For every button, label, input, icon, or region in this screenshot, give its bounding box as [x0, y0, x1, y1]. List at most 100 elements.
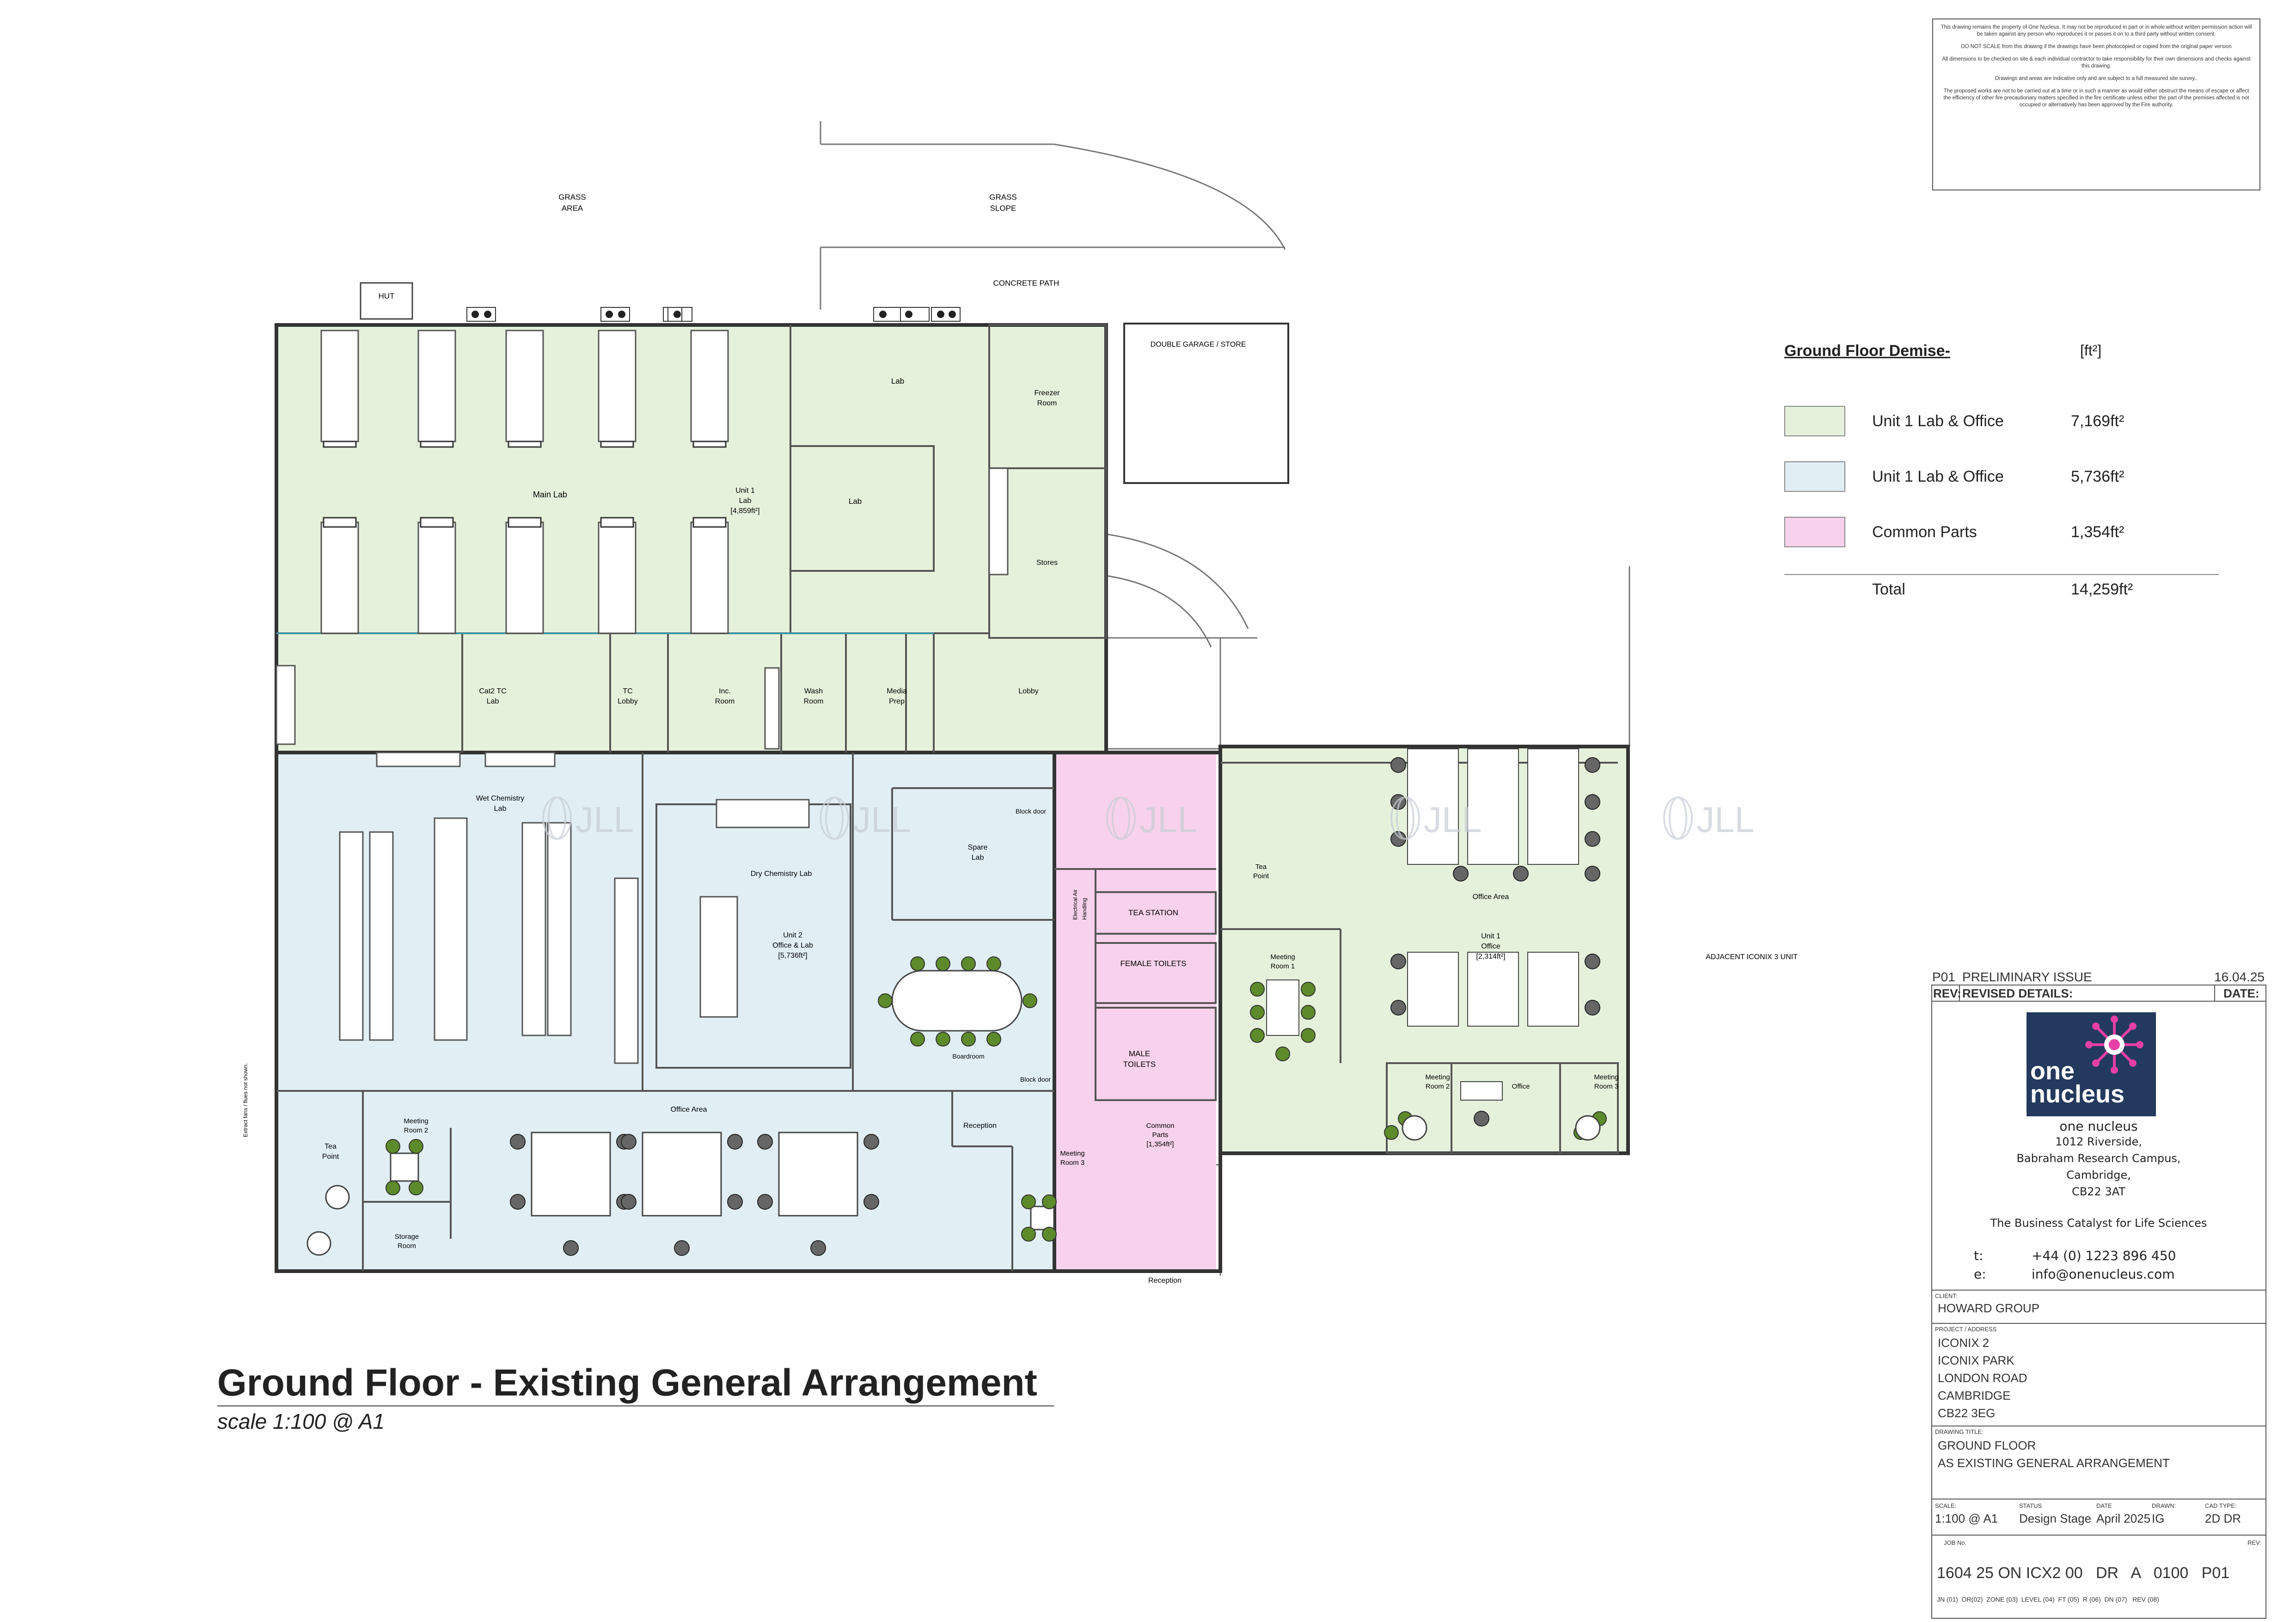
room-label-cat2: Lab — [487, 698, 499, 705]
title-block-divider — [1931, 1535, 2266, 1536]
legend-area: 1,354ft² — [2071, 523, 2125, 541]
drawing-title-line: GROUND FLOOR — [1938, 1438, 2036, 1452]
room-label-unit1-lab-area: [4,859ft²] — [730, 507, 759, 515]
room-label-office-area: Office Area — [1473, 893, 1509, 901]
job-label: JOB No. — [1944, 1539, 1967, 1546]
room-label-boardroom: Boardroom — [952, 1053, 984, 1060]
project-line: ICONIX PARK — [1938, 1353, 2014, 1367]
legend-label: Unit 1 Lab & Office — [1872, 412, 2004, 430]
legend-label: Common Parts — [1872, 523, 1977, 541]
room-label-freezer: Freezer — [1034, 389, 1060, 397]
grass-slope-label: GRASS — [989, 193, 1017, 202]
room-label-media-prep: Prep — [889, 698, 905, 705]
email-label: e: — [1974, 1267, 1986, 1282]
project-line: CB22 3EG — [1938, 1406, 1996, 1420]
room-label-tea-point: Point — [322, 1153, 339, 1161]
office-desks-unit1 — [1266, 748, 1579, 1101]
watermark — [542, 796, 1693, 840]
lab-benches — [276, 330, 1009, 750]
room-label-meeting-2: Room 2 — [404, 1126, 429, 1134]
adjacent-unit-label: ADJACENT ICONIX 3 UNIT — [1706, 953, 1798, 961]
legend-area: 7,169ft² — [2071, 412, 2125, 430]
room-label-reception: Reception — [963, 1122, 997, 1130]
title-block-divider — [1931, 1290, 2266, 1291]
status-label: STATUS — [2019, 1502, 2042, 1509]
block-door-label: Block door — [1016, 808, 1046, 815]
project-line: LONDON ROAD — [1938, 1371, 2027, 1385]
legend-swatch-unit2 — [1784, 461, 1845, 492]
room-label-meeting-3: Meeting — [1060, 1150, 1084, 1157]
job-number: 1604 25 ON ICX2 00 DR A 0100 P01 — [1937, 1564, 2230, 1582]
disclaimer-box: This drawing remains the property of One… — [1932, 18, 2260, 190]
room-label-storage: Room — [398, 1242, 416, 1250]
room-label-wash: Wash — [804, 687, 823, 695]
drawn-value: IG — [2152, 1512, 2165, 1525]
project-line: CAMBRIDGE — [1938, 1389, 2011, 1402]
legend-area: 5,736ft² — [2071, 468, 2125, 485]
title-block-divider — [1931, 1001, 2266, 1002]
room-label-main-lab: Main Lab — [533, 490, 567, 499]
project-line: ICONIX 2 — [1938, 1336, 1990, 1350]
room-label-cat2: Cat2 TC — [479, 687, 506, 695]
scale-value: 1:100 @ A1 — [1935, 1512, 1998, 1525]
company-tagline: The Business Catalyst for Life Sciences — [1990, 1217, 2207, 1230]
common-parts-label: Common — [1146, 1122, 1175, 1130]
rev-header: REV: — [1933, 986, 1961, 1000]
company-address: Cambridge, — [2066, 1169, 2131, 1181]
grass-area-label: AREA — [562, 204, 583, 213]
hut — [360, 282, 413, 320]
tea-table — [306, 1231, 331, 1256]
zone-common-parts — [1054, 753, 1216, 1271]
disclaimer-text: The proposed works are not to be carried… — [1943, 88, 2249, 108]
rev-description: PRELIMINARY ISSUE — [1962, 970, 2092, 984]
room-label-wet-chem: Wet Chemistry — [476, 795, 525, 802]
logo-text: nucleus — [2030, 1080, 2125, 1108]
boardroom-table — [891, 970, 1022, 1032]
status-value: Design Stage — [2019, 1512, 2092, 1525]
company-name: one nucleus — [2059, 1119, 2138, 1134]
common-parts-label: Parts — [1152, 1131, 1168, 1139]
drawing-title-line: AS EXISTING GENERAL ARRANGEMENT — [1938, 1456, 2170, 1470]
project-label: PROJECT / ADDRESS — [1935, 1326, 1997, 1333]
company-address: CB22 3AT — [2072, 1185, 2125, 1198]
title-block — [1931, 985, 2266, 1619]
title-block-divider — [1959, 985, 1960, 1001]
drawing-title-underline — [217, 1405, 1054, 1407]
legend-swatch-unit1 — [1784, 406, 1845, 436]
room-label-meeting-1: Room 1 — [1271, 962, 1295, 970]
disclaimer-text: This drawing remains the property of One… — [1941, 24, 2252, 37]
garage-label: DOUBLE GARAGE / STORE — [1151, 341, 1246, 349]
tel-label: t: — [1974, 1248, 1984, 1263]
tea-station-label: TEA STATION — [1128, 908, 1178, 917]
room-label-meeting-3: Room 3 — [1594, 1083, 1619, 1090]
internal-walls-unit2 — [276, 753, 1054, 1271]
drawing-title: Ground Floor - Existing General Arrangem… — [217, 1362, 1037, 1404]
watermark-text: JLL JLL JLL JLL JLL — [576, 799, 1755, 840]
email-address: info@onenucleus.com — [2032, 1267, 2175, 1282]
room-label-unit1-office: Office — [1481, 943, 1500, 950]
one-nucleus-logo: one nucleus — [2027, 1012, 2156, 1116]
meeting-table — [390, 1152, 419, 1182]
room-label-storage: Storage — [395, 1233, 419, 1241]
legend-total-label: Total — [1872, 581, 1905, 598]
room-label-unit2: Office & Lab — [772, 942, 813, 949]
female-toilets-label: FEMALE TOILETS — [1120, 959, 1187, 968]
room-label-inc: Inc. — [719, 687, 731, 695]
extract-note: Extract fans / flues not shown. — [242, 1063, 249, 1137]
meeting-table — [1402, 1115, 1427, 1141]
electrical-label: Handling — [1081, 898, 1088, 920]
rev-date: 16.04.25 — [2214, 970, 2265, 984]
double-garage — [1123, 323, 1289, 484]
drawn-label: DRAWN: — [2152, 1502, 2176, 1509]
room-label-dry-chem: Dry Chemistry Lab — [751, 870, 812, 878]
hut-label: HUT — [379, 292, 395, 300]
legend-label: Unit 1 Lab & Office — [1872, 468, 2004, 485]
room-label-tea-point: Tea — [1255, 863, 1267, 871]
room-label-tc-lobby: Lobby — [618, 698, 638, 705]
male-toilets-label: TOILETS — [1123, 1060, 1156, 1069]
room-label-inc: Room — [715, 698, 735, 705]
rev-label: REV: — [2247, 1539, 2261, 1546]
electrical-label: Electrical Air — [1072, 889, 1078, 920]
meeting-table — [1575, 1115, 1601, 1141]
room-label-unit1-lab: Unit 1 — [735, 487, 755, 495]
